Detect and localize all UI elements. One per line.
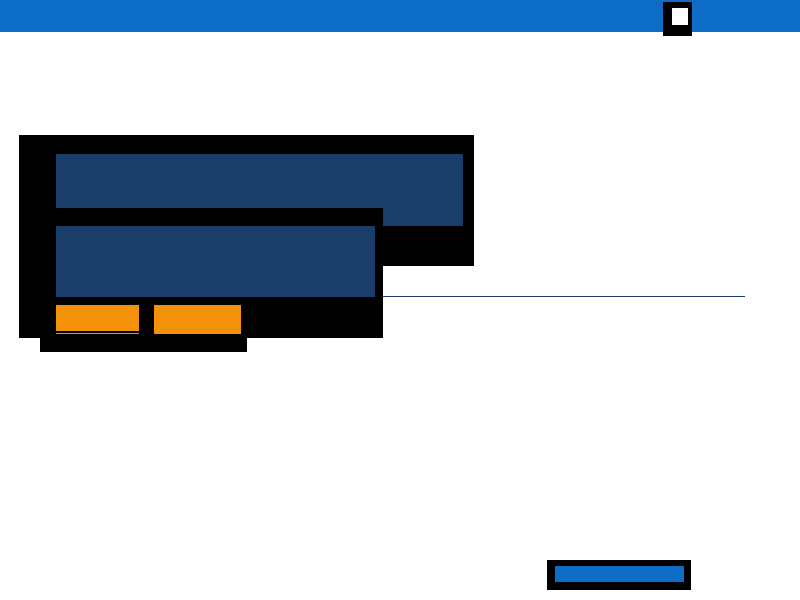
secondary-action-button[interactable] [154, 305, 241, 334]
panel-frame-left-edge [19, 266, 55, 338]
panel-bottom-strip [40, 338, 247, 352]
footer-action-button[interactable] [555, 566, 684, 582]
content-block-upper [56, 154, 463, 208]
primary-action-underline [56, 331, 139, 333]
app-bar-toggle-button[interactable] [663, 2, 692, 36]
footer-action-frame [547, 560, 691, 590]
divider-line [383, 296, 745, 297]
content-block-lower [56, 226, 375, 297]
app-bar [0, 0, 800, 36]
content-block-upper-tail [383, 208, 463, 226]
toggle-knob-icon [672, 8, 688, 25]
primary-action-button[interactable] [56, 305, 139, 334]
